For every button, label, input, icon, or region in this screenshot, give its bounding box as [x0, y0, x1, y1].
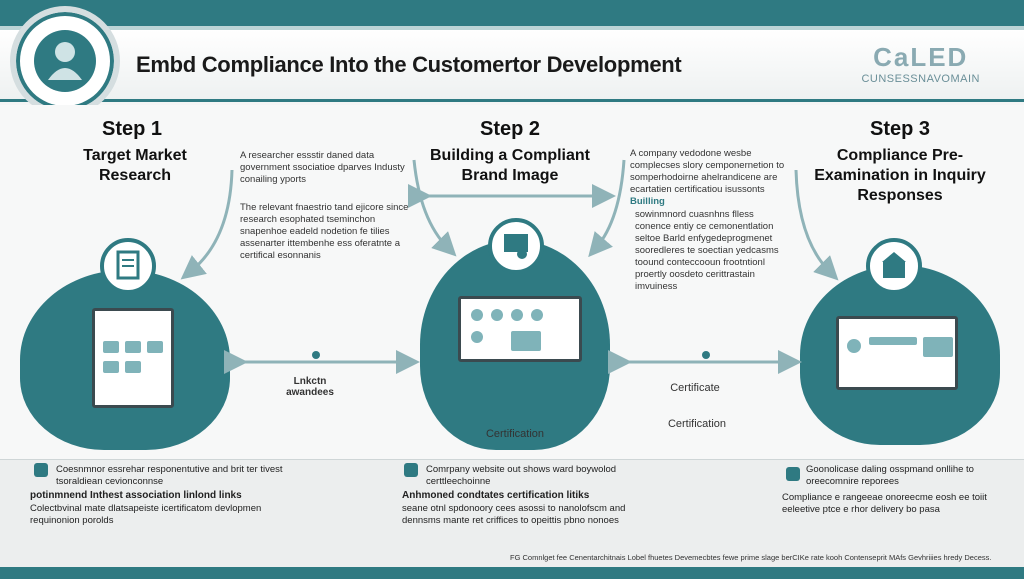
certificate-caption: Certificate	[670, 382, 720, 394]
step3-summary-2: Compliance e rangeeae onoreecme eosh ee …	[782, 492, 987, 515]
step3-summary-1: Goonolicase daling osspmand onllihe to o…	[806, 464, 974, 487]
person-icon	[34, 30, 96, 92]
logo-badge	[10, 6, 120, 116]
page-title: Embd Compliance Into the Customertor Dev…	[136, 52, 682, 77]
step2-label: Step 2	[479, 118, 541, 140]
step3-monitor	[836, 316, 958, 390]
inquiry-icon	[786, 467, 800, 481]
step1-summary-1: Coesnmnor essrehar responentutive and br…	[56, 464, 283, 487]
step2-subtitle: Building a Compliant Brand Image	[430, 147, 590, 184]
step3-label: Step 3	[869, 118, 931, 140]
step2-note-1: A company vedodone wesbe complecses slor…	[630, 148, 785, 195]
step2-note-2: sowinmnord cuasnhns flless conence entiy…	[635, 209, 779, 292]
top-band-accent	[0, 26, 1024, 30]
building-icon	[866, 238, 922, 294]
step1-note-2: The relevant fnaestrio tand ejicore sinc…	[240, 202, 409, 261]
step2-summary-2: Anhmoned condtates certification litiks	[402, 490, 590, 501]
certification-caption: Certification	[667, 418, 727, 430]
step1-summary-3: Colectbvinal mate dlatsapeiste icertific…	[30, 503, 262, 526]
step1-screen	[92, 308, 174, 408]
step2-summary-3: seane otnl spdonoory cees asossi to nano…	[402, 503, 626, 526]
step1-note-1: A researcher essstir daned data governme…	[240, 150, 405, 185]
step3-subtitle: Compliance Pre-Examination in Inquiry Re…	[814, 147, 986, 204]
chat-icon	[34, 463, 48, 477]
step1-caption: Lnkctn awandees	[286, 376, 334, 398]
top-band	[0, 0, 1024, 26]
footer-note: FG Comnlget fee Cenentarchitnais Lobel f…	[510, 553, 992, 562]
certificate-icon	[488, 218, 544, 274]
step2-monitor	[458, 296, 582, 362]
brand-logo: CaLED CUNSESSNAVOMAIN	[861, 42, 980, 85]
header	[0, 30, 1024, 102]
summary-panel	[0, 459, 1024, 567]
brand-mark: CaLED	[873, 42, 969, 72]
step2-monitor-caption: Certification	[485, 428, 545, 440]
web-icon	[404, 463, 418, 477]
step2-note-head: Builling	[630, 196, 665, 207]
step2-summary-1: Comrpany website out shows ward boywolod…	[426, 464, 617, 487]
step1-label: Step 1	[101, 118, 163, 140]
footer-band	[0, 567, 1024, 579]
document-icon	[100, 238, 156, 294]
step1-summary-2: potinmnend Inthest association linlond l…	[30, 490, 242, 501]
step1-subtitle: Target Market Research	[83, 147, 187, 184]
brand-tagline: CUNSESSNAVOMAIN	[861, 73, 980, 85]
